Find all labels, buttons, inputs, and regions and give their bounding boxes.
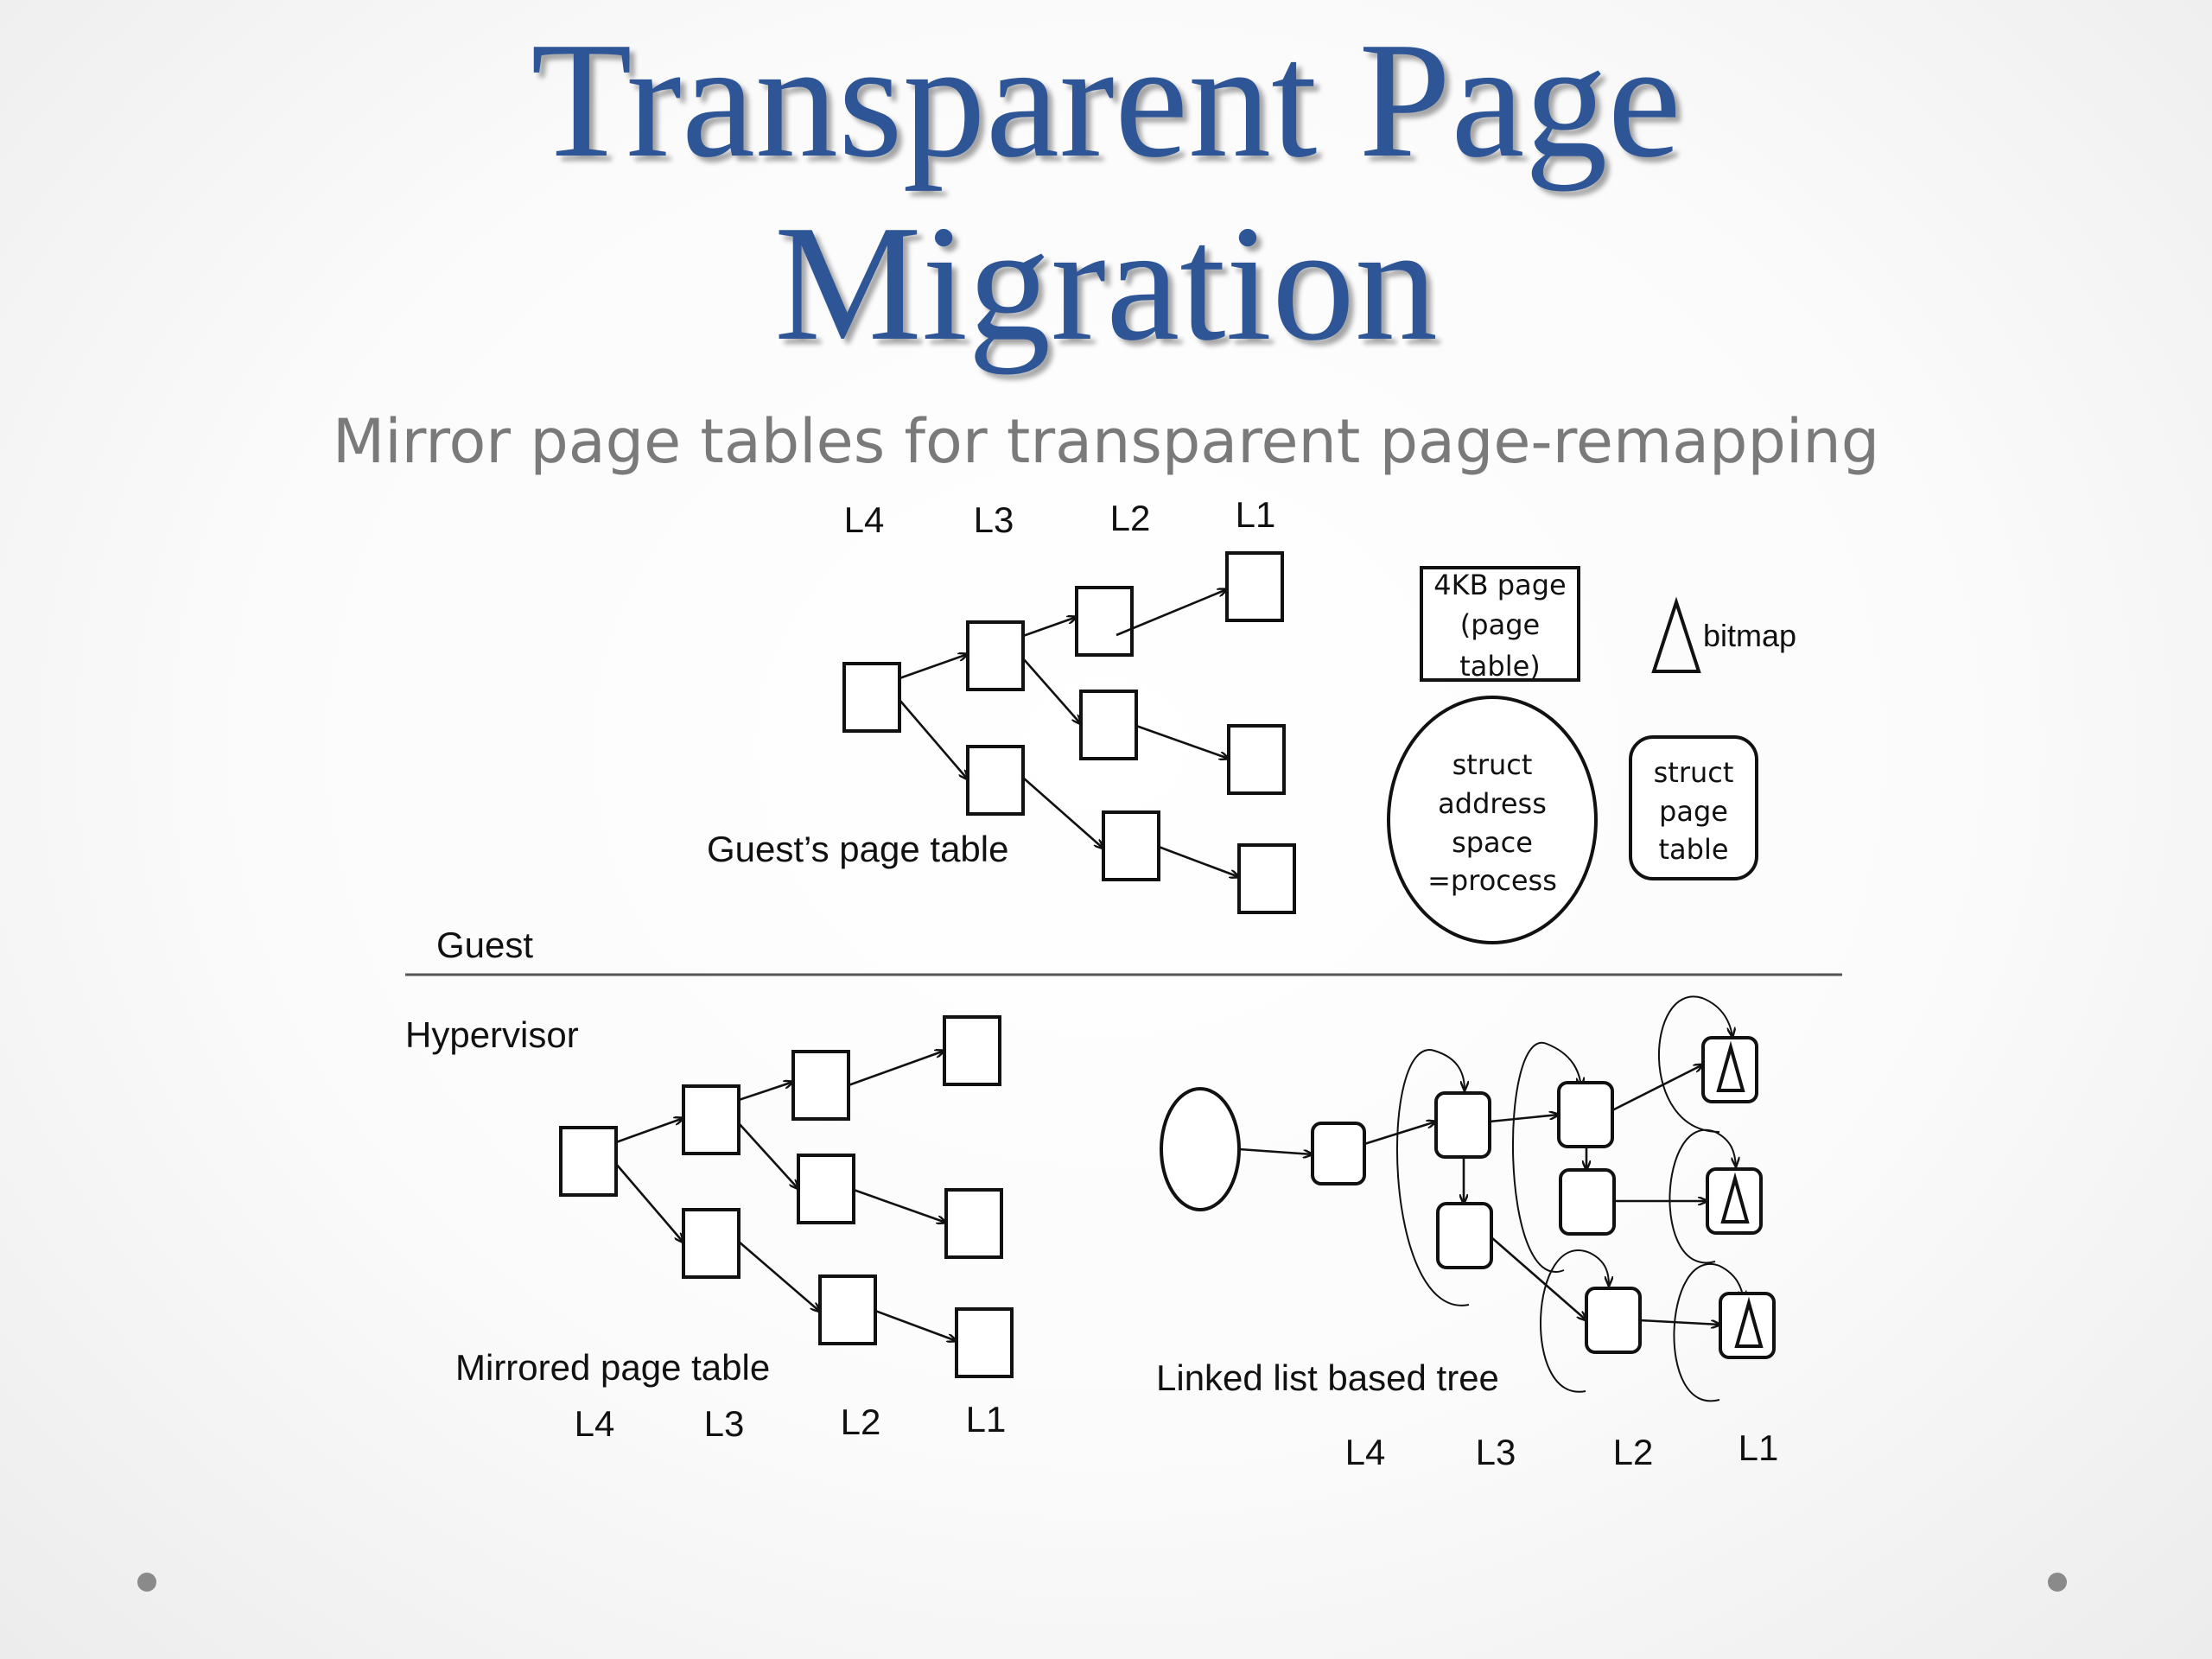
legend-page-box-line: (page [1460, 608, 1540, 641]
mirrored-level-l1: L1 [966, 1399, 1007, 1440]
mirrored-page-table: Mirrored page table L4 L3 L2 L1 [455, 1015, 1014, 1444]
guest-l2-node [1075, 586, 1134, 657]
mirrored-l1-node [944, 1188, 1003, 1259]
linked-list-tree-caption: Linked list based tree [1156, 1357, 1499, 1398]
guest-l3-node [966, 745, 1025, 816]
guest-level-l1: L1 [1236, 494, 1276, 535]
legend-address-space-line: space [1452, 826, 1533, 859]
mirrored-level-l2: L2 [841, 1402, 881, 1442]
linked-level-l3: L3 [1476, 1432, 1516, 1472]
legend-page-table-line: page [1659, 795, 1728, 828]
bitmap-triangle-icon [1716, 1040, 1745, 1092]
guest-level-l3: L3 [974, 499, 1014, 540]
linked-level-l4: L4 [1345, 1432, 1386, 1472]
guest-l2-node [1079, 690, 1138, 760]
mirrored-l4-node [559, 1126, 618, 1197]
linked-l4-node [1311, 1122, 1366, 1185]
legend: 4KB page (page table) bitmap struct addr… [1387, 566, 1796, 944]
slide-title-line-2: Migration [774, 191, 1438, 375]
guest-page-table-caption: Guest’s page table [707, 829, 1008, 869]
bitmap-triangle-icon [1734, 1296, 1764, 1348]
legend-page-table-line: table [1658, 833, 1728, 866]
legend-address-space-line: struct [1452, 748, 1533, 781]
legend-page-table-line: struct [1654, 756, 1734, 789]
mirrored-l1-node [955, 1307, 1014, 1378]
legend-bitmap-label: bitmap [1703, 618, 1796, 653]
legend-address-space-ellipse [1387, 696, 1598, 944]
slide-subtitle: Mirror page tables for transparent page-… [332, 406, 1880, 477]
slide-title-line-1: Transparent Page [531, 8, 1681, 192]
mirrored-l3-node [682, 1084, 741, 1155]
dot-icon [137, 1573, 156, 1592]
mirrored-l1-node [943, 1015, 1001, 1086]
guest-page-table: L4 L3 L2 L1 Guest’s page table [707, 494, 1296, 914]
guest-l4-node [842, 662, 901, 733]
guest-l1-node [1237, 843, 1296, 914]
linked-level-l1: L1 [1738, 1427, 1779, 1468]
mirrored-l2-node [818, 1274, 877, 1345]
legend-page-box-line: table) [1459, 650, 1541, 683]
legend-address-space-line: address [1438, 787, 1547, 820]
guest-level-l4: L4 [844, 499, 885, 540]
legend-page-box-line: 4KB page [1433, 569, 1566, 601]
mirrored-l2-node [791, 1050, 850, 1121]
guest-level-l2: L2 [1110, 498, 1151, 538]
guest-region-label: Guest [436, 925, 533, 965]
bitmap-triangle-icon [1651, 596, 1701, 673]
linked-l3-node [1436, 1202, 1493, 1269]
guest-l3-node [966, 620, 1025, 691]
mirrored-l2-node [797, 1154, 855, 1224]
mirrored-l3-node [682, 1208, 741, 1279]
guest-l2-node [1102, 810, 1160, 881]
mirrored-level-l3: L3 [704, 1403, 745, 1444]
linked-l2-node [1557, 1081, 1614, 1148]
legend-address-space-line: =process [1427, 864, 1557, 897]
slide-title: Transparent Page Migration [0, 9, 2212, 375]
linked-l2-node [1585, 1287, 1642, 1354]
linked-level-l2: L2 [1613, 1432, 1654, 1472]
dot-icon [2048, 1573, 2067, 1592]
guest-l1-node [1225, 551, 1284, 622]
legend-page-box [1420, 566, 1580, 682]
process-ellipse [1160, 1087, 1241, 1211]
mirrored-level-l4: L4 [575, 1403, 615, 1444]
linked-list-tree: Linked list based tree L4 L3 L2 L1 [1156, 995, 1779, 1472]
mirrored-page-table-caption: Mirrored page table [455, 1347, 770, 1388]
bitmap-triangle-icon [1720, 1172, 1750, 1224]
guest-l1-node [1227, 724, 1286, 795]
legend-page-table-box [1629, 735, 1758, 880]
linked-l3-node [1434, 1091, 1491, 1159]
hypervisor-region-label: Hypervisor [405, 1014, 579, 1055]
linked-l2-node [1559, 1168, 1616, 1236]
